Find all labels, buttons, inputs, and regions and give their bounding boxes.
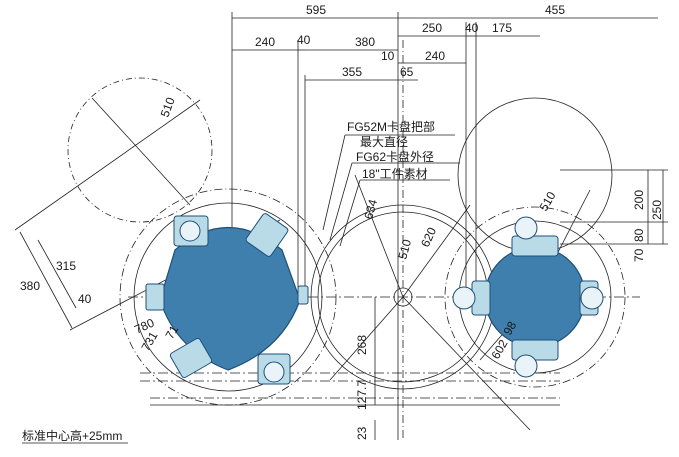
- right-chuck: [452, 216, 604, 378]
- right-chuck-jaws: [452, 216, 604, 378]
- dim-510-topleft: 510: [158, 95, 178, 119]
- dim-595: 595: [306, 3, 326, 17]
- dim-65: 65: [400, 65, 414, 79]
- callout-leaders: [322, 134, 460, 247]
- dim-455: 455: [545, 3, 565, 17]
- dim-240-right: 240: [425, 49, 445, 63]
- left-chuck-body: [159, 226, 301, 371]
- dim-40-top-right: 40: [465, 21, 479, 35]
- center-dimension-labels: 634 510 620 268 127.7 23: [355, 197, 439, 440]
- dim-175: 175: [492, 21, 512, 35]
- left-dimension-labels: 380 315 40 780 731 71 510: [20, 95, 181, 353]
- right-jaw-right-bolt: [580, 286, 604, 310]
- dim-40-top-left: 40: [297, 33, 311, 47]
- dim-70: 70: [632, 248, 646, 262]
- dim-200: 200: [632, 190, 646, 210]
- right-jaw-left-bolt: [452, 286, 476, 310]
- dimension-lines: [19, 17, 664, 440]
- left-diag-top: [14, 99, 201, 231]
- left-jaw-bottomleft: [169, 337, 213, 379]
- dim-355: 355: [342, 65, 362, 79]
- dim-127-7: 127.7: [355, 380, 369, 410]
- leader-fg62-down: [329, 162, 353, 241]
- dim-380-left: 380: [20, 279, 40, 293]
- dim-240-left: 240: [255, 35, 275, 49]
- diag-634: [354, 174, 404, 298]
- dim-98: 98: [500, 319, 519, 338]
- left-jaw-bottom-bolt: [263, 361, 285, 383]
- dim-620: 620: [418, 225, 439, 249]
- callout-fg52m-line1: FG52M卡盘把部: [347, 119, 435, 134]
- right-jaw-bottom-bolt: [514, 354, 538, 378]
- diag-lower-left: [329, 296, 404, 381]
- left-jaw-right: [297, 285, 309, 305]
- right-jaw-top-bolt: [514, 216, 538, 240]
- left-jaw-left: [145, 283, 165, 311]
- dim-23: 23: [355, 426, 369, 440]
- right-chuck-outer-circle: [444, 206, 626, 388]
- dim-510-right: 510: [536, 189, 558, 214]
- dim-380-top: 380: [355, 35, 375, 49]
- right-dimension-labels: 200 250 80 70: [632, 190, 664, 262]
- callout-fg62: FG62卡盘外径: [356, 149, 434, 164]
- dim-250-top: 250: [422, 21, 442, 35]
- right-lower-dimension-labels: 510 602 98: [488, 189, 558, 362]
- dim-line-315-left: [37, 239, 77, 309]
- diag-lower-right: [402, 296, 531, 431]
- right-jaw-top: [511, 235, 559, 257]
- dim-71: 71: [162, 323, 181, 342]
- dim-268: 268: [355, 335, 369, 355]
- leader-fg52m-down: [322, 134, 346, 231]
- leader-workpiece-down: [339, 179, 361, 247]
- dim-510-center: 510: [395, 237, 414, 260]
- dim-10: 10: [381, 49, 395, 63]
- top-dimension-labels: 595 455 250 40 175 240 40 380 10 240 355…: [255, 3, 565, 79]
- dim-80: 80: [632, 228, 646, 242]
- footer-note: 标准中心高+25mm: [22, 428, 122, 443]
- left-chuck-jaws: [145, 213, 309, 385]
- dim-40-left: 40: [78, 292, 92, 306]
- left-chuck: [145, 213, 309, 385]
- dim-315-left: 315: [56, 259, 76, 273]
- diag-620: [402, 204, 471, 298]
- footer: 标准中心高+25mm: [22, 428, 128, 444]
- callout-workpiece: 18"工件素材: [362, 167, 428, 181]
- callout-labels: FG52M卡盘把部 最大直径 FG62卡盘外径 18"工件素材: [347, 119, 435, 181]
- left-jaw-topright: [245, 213, 289, 257]
- right-chuck-body: [484, 246, 586, 348]
- top-left-circle-diameter: [91, 97, 191, 206]
- dim-634: 634: [361, 197, 380, 220]
- left-jaw-top-bolt: [179, 220, 201, 242]
- dim-250-right: 250: [650, 200, 664, 220]
- top-left-swing-circle: [67, 77, 213, 223]
- dim-602: 602: [488, 337, 510, 362]
- callout-fg52m-line2: 最大直径: [360, 135, 408, 149]
- dim-line-380-left: [19, 231, 73, 329]
